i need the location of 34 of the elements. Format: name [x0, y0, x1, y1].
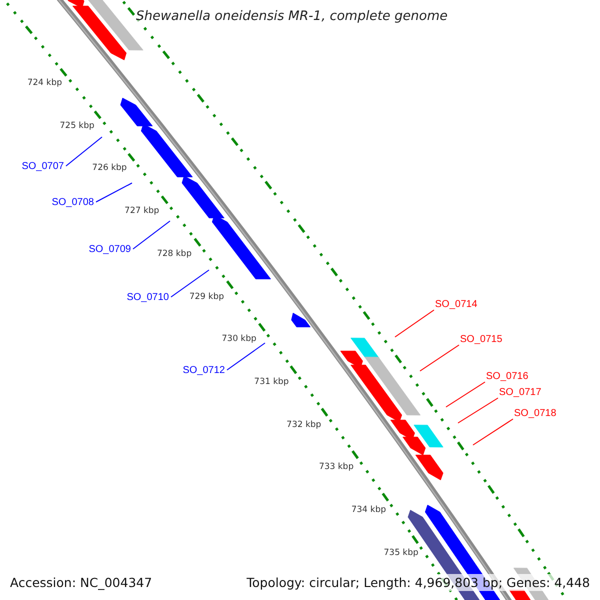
diagram-title: Shewanella oneidensis MR-1, complete genome: [136, 9, 448, 24]
position-label: 729 kbp: [189, 292, 224, 302]
position-label: 727 kbp: [124, 206, 160, 216]
position-label: 732 kbp: [286, 420, 322, 430]
leader-line: [226, 342, 266, 370]
position-label: 735 kbp: [384, 548, 418, 558]
leader-line: [170, 270, 210, 298]
position-label: 724 kbp: [27, 78, 62, 88]
leader-line: [420, 344, 460, 372]
position-label: 731 kbp: [254, 376, 289, 387]
leader-line: [96, 182, 132, 202]
position-label: 730 kbp: [222, 334, 256, 344]
position-label: 728 kbp: [156, 248, 192, 259]
position-label: 725 kbp: [60, 120, 94, 131]
gene-label: SO_0712: [182, 366, 225, 376]
leader-line: [66, 136, 102, 166]
position-label: 734 kbp: [351, 505, 386, 515]
leader-line: [472, 418, 514, 446]
leader-line: [132, 220, 170, 250]
gene-label: SO_0707: [22, 162, 64, 172]
leader-line: [446, 382, 486, 408]
gene-label: SO_0714: [435, 300, 478, 310]
gene-label: SO_0710: [126, 293, 169, 303]
gene-label: SO_0718: [514, 409, 556, 419]
genome-info: Topology: circular; Length: 4,969,803 bp; Genes: 4,448: [244, 574, 592, 591]
position-label: 726 kbp: [92, 163, 127, 174]
position-label: 733 kbp: [318, 462, 354, 472]
gene-label: SO_0709: [88, 245, 131, 255]
gene-label: SO_0716: [486, 372, 528, 382]
leader-line: [458, 398, 498, 424]
leader-line: [394, 310, 434, 338]
gene-label: SO_0717: [499, 388, 542, 398]
gene-label: SO_0715: [460, 335, 502, 345]
gene-label: SO_0708: [52, 198, 94, 208]
